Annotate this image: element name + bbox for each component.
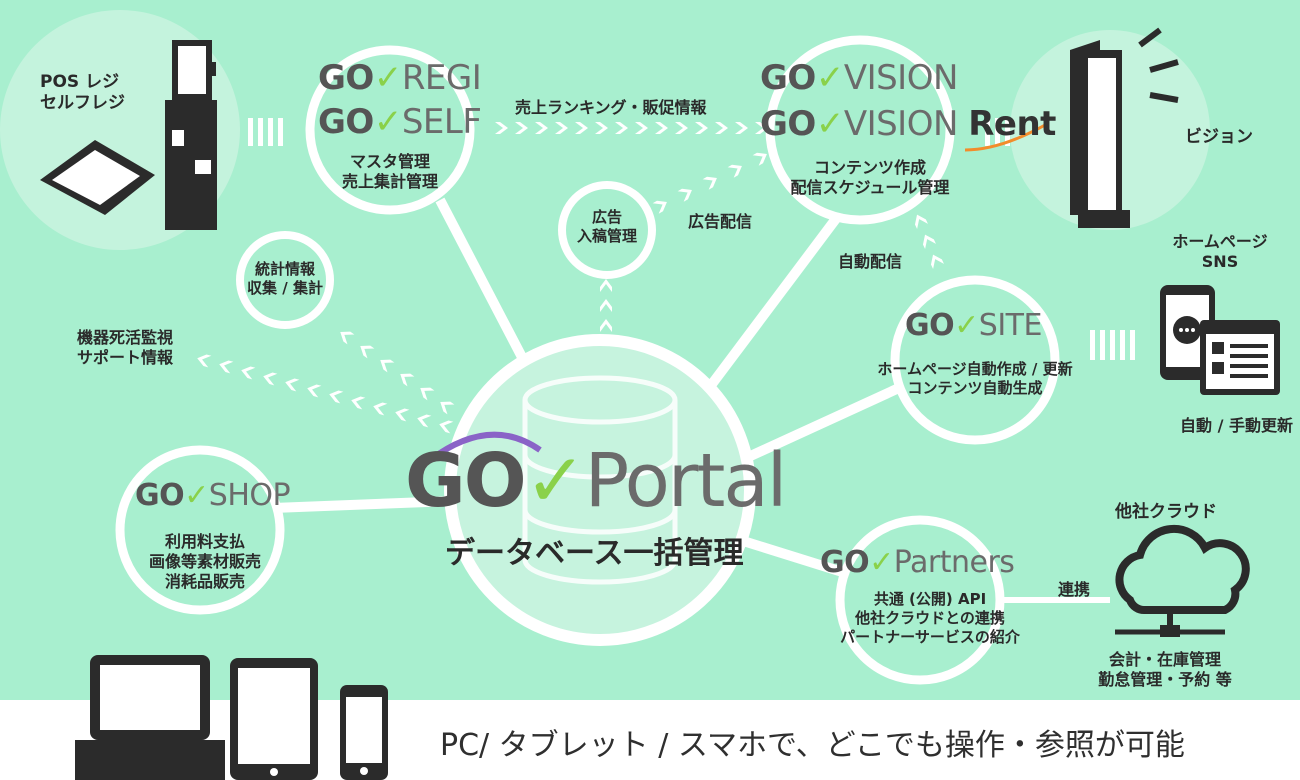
ad-line2: 入稿管理 <box>576 226 637 245</box>
ad-line1: 広告 <box>591 208 622 226</box>
cloud-line2: 勤怠管理・予約 等 <box>1098 670 1232 689</box>
bar-connector-pos <box>248 118 283 146</box>
shop-line2: 画像等素材販売 <box>148 552 261 571</box>
self-checkout-kiosk-icon <box>165 40 217 230</box>
stats-line1: 統計情報 <box>254 260 315 278</box>
portal-subtitle: データベース一括管理 <box>445 536 744 571</box>
monitoring-line2: サポート情報 <box>76 348 173 367</box>
regi-line2: 売上集計管理 <box>341 172 438 191</box>
laptop-icon <box>75 655 225 780</box>
site-description: ホームページ自動作成 / 更新 コンテンツ自動生成 <box>860 360 1090 398</box>
auto-delivery-label: 自動配信 <box>838 252 903 271</box>
pos-label-line2: セルフレジ <box>40 93 125 114</box>
vision-rent-logo: GO✓VISION Rent <box>760 104 1056 144</box>
tablet-icon <box>230 658 318 780</box>
vision-circle <box>765 35 955 225</box>
vision-device-label: ビジョン <box>1185 127 1253 147</box>
vision-line1: コンテンツ作成 <box>813 158 926 177</box>
pos-label: POS レジ セルフレジ <box>40 72 125 115</box>
vision-logo: GO✓VISION <box>760 58 958 98</box>
shop-line3: 消耗品販売 <box>164 572 245 591</box>
regi-line1: マスタ管理 <box>349 152 430 171</box>
portal-logo: GO✓Portal <box>405 438 787 524</box>
sales-ranking-label: 売上ランキング・販促情報 <box>515 98 707 117</box>
phone-icon <box>340 685 388 780</box>
stats-circle <box>236 231 334 329</box>
stats-line2: 収集 / 集計 <box>247 278 323 297</box>
site-line1: ホームページ自動作成 / 更新 <box>877 360 1073 378</box>
pos-label-line1: POS レジ <box>40 72 120 92</box>
web-page-icon <box>1200 320 1280 395</box>
renkei-label: 連携 <box>1058 580 1091 599</box>
stats-label: 統計情報 収集 / 集計 <box>240 260 330 298</box>
cloud-line1: 会計・在庫管理 <box>1108 650 1221 669</box>
regi-circle <box>305 45 475 215</box>
ad-delivery-label: 広告配信 <box>688 212 753 231</box>
ad-label: 広告 入稿管理 <box>567 208 647 246</box>
vision-line2: 配信スケジュール管理 <box>790 178 950 197</box>
shop-circle <box>115 445 285 615</box>
database-icon <box>522 375 678 585</box>
regi-description: マスタ管理 売上集計管理 <box>330 152 450 192</box>
web-label: ホームページ SNS <box>1165 232 1275 272</box>
monitoring-line1: 機器死活監視 <box>76 328 173 347</box>
partners-line2: 他社クラウドとの連携 <box>855 608 1005 627</box>
self-logo: GO✓SELF <box>318 102 482 142</box>
site-logo: GO✓SITE <box>905 308 1042 343</box>
partners-line3: パートナーサービスの紹介 <box>840 627 1020 646</box>
shop-line1: 利用料支払 <box>164 532 245 551</box>
web-line2: SNS <box>1201 252 1239 271</box>
monitoring-label: 機器死活監視 サポート情報 <box>60 328 190 368</box>
cloud-network-icon <box>1115 524 1250 637</box>
web-line1: ホームページ <box>1172 232 1268 251</box>
rent-swoosh <box>964 123 1046 152</box>
cloud-title-label: 他社クラウド <box>1115 502 1217 522</box>
partners-logo: GO✓Partners <box>820 545 1015 580</box>
bar-connector-site <box>1090 330 1135 360</box>
cloud-services-label: 会計・在庫管理 勤怠管理・予約 等 <box>1085 650 1245 690</box>
shop-description: 利用料支払 画像等素材販売 消耗品販売 <box>140 532 270 592</box>
bar-connector-vision <box>985 118 1010 146</box>
portal-logo-swoosh <box>428 431 542 463</box>
pos-register-icon <box>40 140 155 215</box>
site-circle <box>890 275 1060 445</box>
digital-signage-icon <box>1070 27 1179 228</box>
ad-circle <box>558 181 656 279</box>
web-update-label: 自動 / 手動更新 <box>1180 416 1293 435</box>
footer-caption: PC/ タブレット / スマホで、どこでも操作・参照が可能 <box>440 728 1185 763</box>
partners-line1: 共通 (公開) API <box>873 590 987 608</box>
regi-logo: GO✓REGI <box>318 58 482 98</box>
site-line2: コンテンツ自動生成 <box>907 378 1043 397</box>
shop-logo: GO✓SHOP <box>135 478 291 513</box>
vision-description: コンテンツ作成 配信スケジュール管理 <box>780 158 960 198</box>
partners-description: 共通 (公開) API 他社クラウドとの連携 パートナーサービスの紹介 <box>830 590 1030 646</box>
